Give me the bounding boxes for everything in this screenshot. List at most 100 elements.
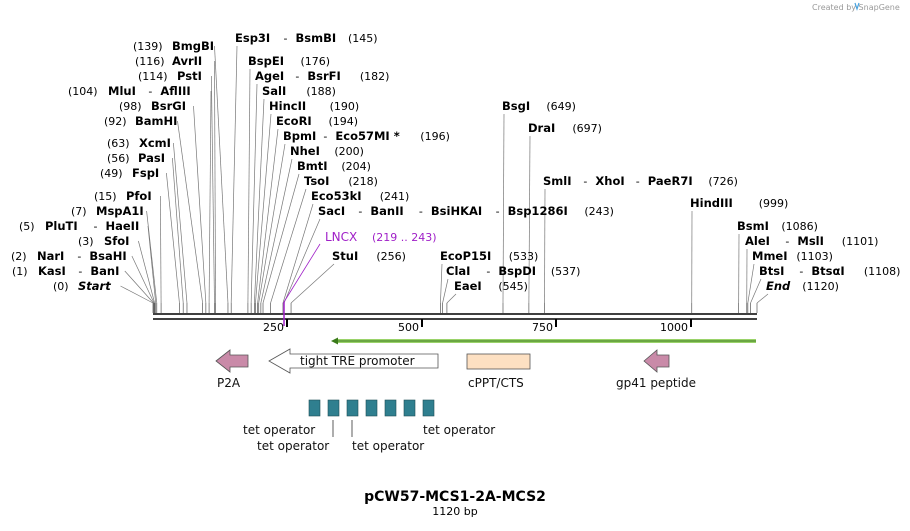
cut-site-hindiii[interactable]: HindIII(999) xyxy=(690,196,788,210)
cut-site-bmgbi[interactable]: (139) BmgBI xyxy=(133,39,214,53)
enzyme-name: BsrGI xyxy=(151,99,186,113)
cut-site-bpmi[interactable]: BpmI-Eco57MI *(196) xyxy=(283,129,450,143)
enzyme-name: EaeI xyxy=(454,279,482,293)
cut-site-leader xyxy=(211,76,214,303)
cut-site-position: (194) xyxy=(329,115,359,128)
tet-operator-box[interactable] xyxy=(385,400,396,416)
map-length: 1120 bp xyxy=(432,505,477,518)
cut-site-end[interactable]: End (1120) xyxy=(766,279,839,293)
cut-site-eaei[interactable]: EaeI(545) xyxy=(454,279,528,293)
enzyme-name: End xyxy=(766,279,791,293)
cut-site-leader xyxy=(757,294,768,303)
enzyme-name: SacI xyxy=(318,204,345,218)
tet-operator-box[interactable] xyxy=(309,400,320,416)
cut-site-leader xyxy=(284,219,320,303)
cut-site-drai[interactable]: DraI(697) xyxy=(528,121,602,135)
cut-site-sali[interactable]: SalI(188) xyxy=(262,84,336,98)
cut-site-nhei[interactable]: NheI(200) xyxy=(290,144,364,158)
cut-site-fspi[interactable]: (49)FspI xyxy=(100,166,159,180)
cut-site-position: (188) xyxy=(306,85,336,98)
cut-site-position: (1120) xyxy=(802,280,839,293)
lncx-range: (219 .. 243) xyxy=(372,231,437,244)
cut-site-bamhi[interactable]: (92)BamHI xyxy=(104,114,177,128)
cut-site-pfoi[interactable]: (15)PfoI xyxy=(94,189,152,203)
cut-site-tsoi[interactable]: TsoI(218) xyxy=(304,174,378,188)
cut-site-avrii[interactable]: (116)AvrII xyxy=(135,54,202,68)
enzyme-name: DraI xyxy=(528,121,555,135)
cut-site-btsi[interactable]: BtsI-BtsαI(1108) xyxy=(759,264,900,278)
cut-site-stui[interactable]: StuI(256) xyxy=(332,249,406,263)
tick-label-750: 750 xyxy=(532,321,553,334)
tet-operators[interactable]: tet operator tet operator tet operator t… xyxy=(243,400,495,453)
cut-site-pasi[interactable]: (56)PasI xyxy=(107,151,165,165)
orf-arrow[interactable] xyxy=(331,338,756,345)
cut-site-esp3i[interactable]: Esp3I-BsmBI(145) xyxy=(235,31,378,45)
cut-site-position: (176) xyxy=(301,55,331,68)
cut-site-position: (1086) xyxy=(781,220,818,233)
tick-label-500: 500 xyxy=(398,321,419,334)
tet-operator-label: tet operator xyxy=(423,423,495,437)
cut-site-start[interactable]: (0)Start xyxy=(53,279,111,293)
cut-site-position: (2) xyxy=(11,250,27,263)
enzyme-name: StuI xyxy=(332,249,358,263)
cut-site-clai[interactable]: ClaI-BspDI(537) xyxy=(446,264,580,278)
cut-site-position: (114) xyxy=(138,70,168,83)
cut-site-bspei[interactable]: BspEI(176) xyxy=(248,54,330,68)
cut-site-agei[interactable]: AgeI-BsrFI(182) xyxy=(255,69,389,83)
cut-site-position: (0) xyxy=(53,280,69,293)
gp41-feature[interactable]: gp41 peptide xyxy=(616,350,696,390)
tet-operator-box[interactable] xyxy=(404,400,415,416)
cut-site-hincii[interactable]: HincII(190) xyxy=(269,99,359,113)
cut-site-nari[interactable]: (2)NarI-BsaHI xyxy=(11,249,127,263)
enzyme-name: BpmI xyxy=(283,129,316,143)
tet-operator-box[interactable] xyxy=(366,400,377,416)
enzyme-name: BsrFI xyxy=(307,69,340,83)
lncx-label: LNCX xyxy=(325,230,357,244)
cut-site-leader xyxy=(259,144,285,303)
cut-site-smli[interactable]: SmlI-XhoI-PaeR7I(726) xyxy=(543,174,738,188)
enzyme-name: Esp3I xyxy=(235,31,270,45)
cut-site-eco53ki[interactable]: Eco53kI(241) xyxy=(311,189,409,203)
cut-site-bsrgi[interactable]: (98)BsrGI xyxy=(119,99,186,113)
cut-site-position: (139) xyxy=(133,40,163,53)
tre-promoter-label: tight TRE promoter xyxy=(300,354,415,368)
cut-site-mspa1i[interactable]: (7)MspA1I xyxy=(71,204,144,218)
enzyme-name: NarI xyxy=(37,249,64,263)
cut-site-leader xyxy=(147,211,157,303)
cut-site-saci[interactable]: SacI-BanII-BsiHKAI-Bsp1286I(243) xyxy=(318,204,614,218)
enzyme-name: BsmI xyxy=(737,219,769,233)
cut-site-position: (92) xyxy=(104,115,127,128)
cut-site-kasi[interactable]: (1)KasI-BanI xyxy=(12,264,119,278)
enzyme-separator: - xyxy=(583,175,587,188)
enzyme-separator: - xyxy=(636,175,640,188)
enzyme-name: AleI xyxy=(745,234,770,248)
cut-site-sfoi[interactable]: (3)SfoI xyxy=(78,234,129,248)
lncx-feature[interactable]: LNCX (219 .. 243) xyxy=(284,230,437,326)
cut-site-mmei[interactable]: MmeI(1103) xyxy=(752,249,833,263)
p2a-feature[interactable]: P2A xyxy=(216,350,248,390)
tre-promoter-feature[interactable]: tight TRE promoter xyxy=(269,349,438,373)
enzyme-name: SmlI xyxy=(543,174,572,188)
tet-operator-box[interactable] xyxy=(423,400,434,416)
cut-site-bsgi[interactable]: BsgI(649) xyxy=(502,99,576,113)
cut-site-pluti[interactable]: (5)PluTI-HaeII xyxy=(19,219,139,233)
tet-operator-box[interactable] xyxy=(347,400,358,416)
cut-site-psti[interactable]: (114)PstI xyxy=(138,69,202,83)
cut-site-position: (190) xyxy=(330,100,360,113)
cut-site-bsmi[interactable]: BsmI (1086) xyxy=(737,219,818,233)
enzyme-name: BmgBI xyxy=(172,39,214,53)
cut-site-ecop15i[interactable]: EcoP15I(533) xyxy=(440,249,538,263)
cut-site-bmti[interactable]: BmtI(204) xyxy=(297,159,371,173)
enzyme-name: BsaHI xyxy=(89,249,126,263)
cut-site-alei[interactable]: AleI-MslI(1101) xyxy=(745,234,878,248)
tet-operator-box[interactable] xyxy=(328,400,339,416)
cut-site-mlui[interactable]: (104)MluI-AflIII xyxy=(68,84,191,98)
cut-site-leader xyxy=(248,69,250,303)
cut-site-leader xyxy=(447,294,456,303)
cut-site-ecori[interactable]: EcoRI(194) xyxy=(276,114,358,128)
cppt-cts-feature[interactable]: cPPT/CTS xyxy=(467,354,530,390)
enzyme-name: TsoI xyxy=(304,174,329,188)
cut-site-xcmi[interactable]: (63)XcmI xyxy=(107,136,171,150)
